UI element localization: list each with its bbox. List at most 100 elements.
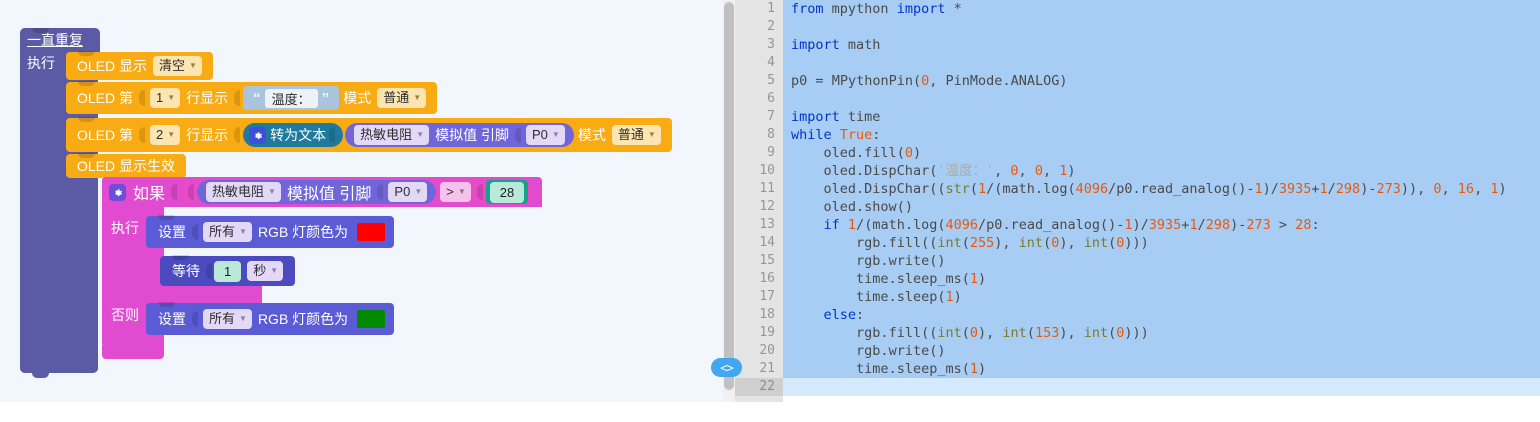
block-oled-show[interactable]: OLED 显示生效 — [66, 153, 187, 178]
code-line[interactable]: oled.DispChar((str(1/(math.log(4096/p0.r… — [783, 180, 1540, 198]
code-line[interactable]: time.sleep(1) — [783, 288, 1540, 306]
wait-unit-dropdown[interactable]: 秒 ▼ — [247, 261, 284, 281]
string-literal-value[interactable]: 温度： — [264, 88, 318, 108]
code-line[interactable]: import time — [783, 108, 1540, 126]
code-line-number: 19 — [759, 325, 775, 340]
chevron-down-icon: ▼ — [167, 129, 176, 139]
oled-line1-number-value: 1 — [156, 89, 164, 105]
code-line-number: 14 — [759, 235, 775, 250]
rgb-red-color-swatch[interactable] — [357, 223, 386, 241]
code-line[interactable] — [783, 54, 1540, 72]
code-line[interactable]: else: — [783, 306, 1540, 324]
oled-line2-mid-label: 行显示 — [186, 127, 229, 143]
code-line[interactable]: time.sleep_ms(1) — [783, 360, 1540, 378]
wait-value-field[interactable]: 1 — [214, 260, 242, 282]
code-line[interactable]: oled.DispChar('温度：', 0, 0, 1) — [783, 162, 1540, 180]
gear-icon[interactable] — [249, 126, 267, 144]
thermistor-pin-value: P0 — [532, 126, 548, 142]
block-to-text[interactable]: 转为文本 — [243, 123, 344, 147]
code-line[interactable]: from mpython import * — [783, 0, 1540, 18]
code-line-number: 7 — [767, 109, 775, 124]
code-line[interactable] — [783, 378, 1540, 396]
code-line-number: 1 — [767, 1, 775, 16]
if-else-header[interactable]: 如果 热敏电阻 ▼ 模拟值 引脚 P0 ▼ > — [102, 177, 543, 207]
code-line[interactable]: if 1/(math.log(4096/p0.read_analog()-1)/… — [783, 216, 1540, 234]
block-set-rgb-green[interactable]: 设置 所有 ▼ RGB 灯颜色为 — [146, 302, 395, 335]
socket-icon — [234, 127, 241, 143]
code-line[interactable] — [783, 18, 1540, 36]
code-line[interactable] — [783, 90, 1540, 108]
code-line-number: 9 — [767, 145, 775, 160]
code-line[interactable]: import math — [783, 36, 1540, 54]
oled-line2-mode-dropdown[interactable]: 普通 ▼ — [611, 125, 661, 145]
blockly-workspace-canvas[interactable]: 一直重复 执行 OLED 显示 清空 ▼ OLED 第 1 ▼ 行显 — [0, 0, 723, 402]
code-line-number: 6 — [767, 91, 775, 106]
thermistor-pin-dropdown[interactable]: P0 ▼ — [526, 125, 565, 145]
code-line[interactable]: while True: — [783, 126, 1540, 144]
oled-line2-mode-value: 普通 — [617, 126, 644, 142]
thermistor-sensor-dropdown[interactable]: 热敏电阻 ▼ — [354, 125, 430, 145]
block-comparison[interactable]: 热敏电阻 ▼ 模拟值 引脚 P0 ▼ > ▼ 28 — [180, 180, 535, 204]
code-text-area[interactable]: from mpython import * import math p0 = M… — [783, 0, 1540, 402]
code-panel-bottom — [723, 402, 1540, 422]
rgb-green-color-swatch[interactable] — [357, 310, 386, 328]
rgb-red-target-dropdown[interactable]: 所有 ▼ — [203, 222, 252, 242]
repeat-forever-label: 一直重复 — [27, 32, 83, 48]
if-thermistor-sensor-dropdown[interactable]: 热敏电阻 ▼ — [206, 182, 281, 202]
block-thermistor-analog-if[interactable]: 热敏电阻 ▼ 模拟值 引脚 P0 ▼ — [197, 180, 437, 204]
comparison-operator-dropdown[interactable]: > ▼ — [440, 182, 471, 202]
if-thermistor-sensor-value: 热敏电阻 — [212, 183, 265, 199]
code-line[interactable]: rgb.write() — [783, 342, 1540, 360]
block-number-literal[interactable]: 28 — [485, 180, 529, 204]
oled-line1-mode-dropdown[interactable]: 普通 ▼ — [377, 88, 427, 108]
block-oled-line2[interactable]: OLED 第 2 ▼ 行显示 转为文本 — [66, 117, 672, 152]
socket-icon — [192, 311, 198, 327]
code-line[interactable]: rgb.fill((int(0), int(153), int(0))) — [783, 324, 1540, 342]
oled-clear-mode-dropdown[interactable]: 清空 ▼ — [153, 56, 202, 76]
socket-icon — [329, 127, 336, 143]
code-scrollbar-thumb[interactable] — [724, 2, 734, 390]
block-set-rgb-red[interactable]: 设置 所有 ▼ RGB 灯颜色为 — [146, 215, 395, 248]
gear-icon[interactable] — [109, 183, 126, 201]
if-thermistor-pin-dropdown[interactable]: P0 ▼ — [388, 182, 428, 202]
code-line[interactable]: rgb.write() — [783, 252, 1540, 270]
code-line[interactable]: time.sleep_ms(1) — [783, 270, 1540, 288]
if-else-label: 否则 — [111, 307, 139, 323]
code-line[interactable]: oled.fill(0) — [783, 144, 1540, 162]
code-line[interactable]: p0 = MPythonPin(0, PinMode.ANALOG) — [783, 72, 1540, 90]
block-wait[interactable]: 等待 1 秒 ▼ — [160, 255, 296, 286]
oled-line2-mode-label: 模式 — [577, 127, 606, 143]
oled-clear-mode-value: 清空 — [159, 57, 186, 73]
block-oled-clear[interactable]: OLED 显示 清空 ▼ — [66, 51, 213, 80]
threshold-number-value[interactable]: 28 — [489, 181, 525, 203]
code-line-number: 15 — [759, 253, 775, 268]
oled-line1-prefix: OLED 第 — [77, 90, 134, 106]
toggle-code-panel-button[interactable]: <> — [711, 358, 742, 377]
block-string-literal[interactable]: “ 温度： ” — [243, 86, 340, 110]
code-line[interactable]: rgb.fill((int(255), int(0), int(0))) — [783, 234, 1540, 252]
rgb-red-suffix: RGB 灯颜色为 — [257, 224, 349, 240]
wait-prefix: 等待 — [172, 263, 200, 279]
block-thermistor-analog[interactable]: 热敏电阻 ▼ 模拟值 引脚 P0 ▼ — [345, 123, 574, 147]
code-line-number: 21 — [759, 361, 775, 376]
rgb-green-prefix: 设置 — [158, 311, 186, 327]
socket-icon — [171, 184, 178, 200]
oled-line2-number-value: 2 — [156, 126, 164, 142]
code-line[interactable]: oled.show() — [783, 198, 1540, 216]
socket-icon — [377, 184, 384, 200]
rgb-green-target-dropdown[interactable]: 所有 ▼ — [203, 309, 252, 329]
code-line-number: 16 — [759, 271, 775, 286]
oled-line2-number-dropdown[interactable]: 2 ▼ — [150, 125, 181, 145]
code-scrollbar[interactable] — [723, 0, 735, 422]
oled-clear-label: OLED 显示 — [77, 58, 148, 74]
code-line-number: 20 — [759, 343, 775, 358]
socket-icon — [139, 90, 146, 106]
thermistor-sensor-value: 热敏电阻 — [360, 126, 413, 142]
repeat-forever-foot — [20, 352, 98, 378]
oled-line1-number-dropdown[interactable]: 1 ▼ — [150, 88, 181, 108]
repeat-forever-do-label: 执行 — [27, 55, 55, 71]
code-line-number: 17 — [759, 289, 775, 304]
block-oled-line1[interactable]: OLED 第 1 ▼ 行显示 “ 温度： ” 模式 普通 ▼ — [66, 81, 438, 114]
